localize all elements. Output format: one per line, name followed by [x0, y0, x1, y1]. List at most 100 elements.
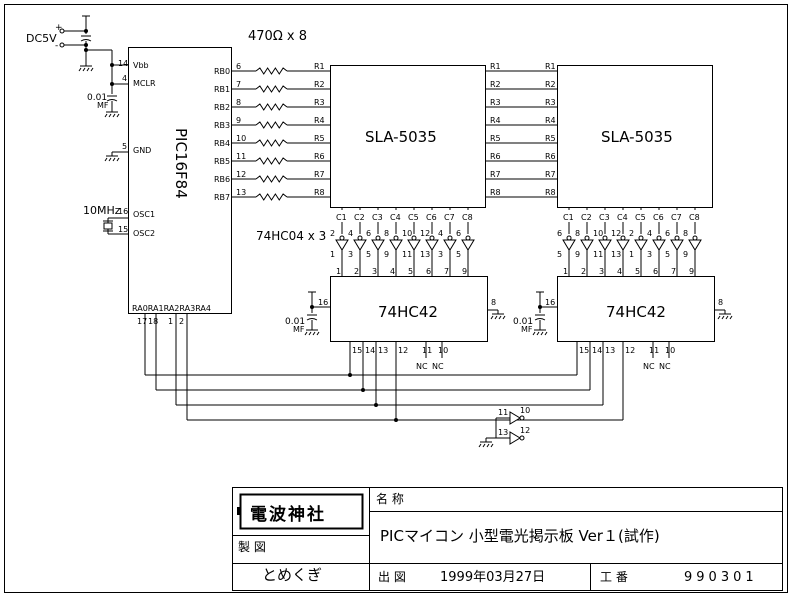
row-label-in: R8: [545, 188, 556, 197]
inverter-bubble: [602, 235, 608, 241]
ground-hatch: [82, 67, 86, 72]
logo-text: 電波神社: [250, 504, 326, 525]
pic-rb-label: RB0: [214, 67, 230, 76]
pic-ground: [104, 152, 120, 162]
ground-hatch: [316, 331, 320, 336]
col-label: C6: [426, 213, 437, 222]
pic-osc1-label: OSC1: [133, 210, 155, 219]
inv-pin-out: 8: [384, 229, 389, 238]
cap-unit-pic: MF: [97, 101, 109, 110]
inverter-bubble: [638, 235, 644, 241]
decoder-out-pin: 3: [599, 267, 604, 276]
inverter-bubble: [584, 235, 590, 241]
power-plus: +: [55, 23, 63, 33]
decoder-out-pin: 3: [372, 267, 377, 276]
junction-dot: [84, 48, 88, 52]
inv-pin-in: 3: [647, 250, 652, 259]
row-label-in: R2: [545, 80, 556, 89]
sla5035-display-1: [330, 65, 486, 208]
decoder-1-name: 74HC42: [378, 303, 438, 321]
resistor-zigzag: [255, 67, 288, 75]
ground-hatch: [104, 157, 108, 162]
decoder-cap-ground: [304, 326, 320, 336]
name-label: 名 称: [376, 491, 404, 506]
inv-pin-in: 3: [348, 250, 353, 259]
cap-plate-curved: [306, 318, 318, 321]
pic-rb-pin: 13: [236, 188, 246, 197]
inverter-bubble: [411, 235, 417, 241]
pic-rb-label: RB1: [214, 85, 230, 94]
decoder-cap-ground: [532, 326, 548, 336]
inverter-triangle: [353, 239, 367, 251]
inverter-triangle: [580, 239, 594, 251]
inv-pin-out: 6: [456, 229, 461, 238]
decoder-ground: [717, 310, 733, 320]
pic-rb-pin: 8: [236, 98, 241, 107]
inverter-bubble: [429, 235, 435, 241]
decoder-out-pin: 1: [336, 267, 341, 276]
inverter-bubble: [447, 235, 453, 241]
ground-hatch: [490, 443, 494, 448]
col-label: C5: [408, 213, 419, 222]
kouban-number: 990301: [684, 570, 758, 585]
decoder-out-pin: 6: [653, 267, 658, 276]
decoder-ground: [490, 310, 506, 320]
seisaku-label: 製 図: [238, 540, 266, 554]
ground-hatch: [116, 157, 120, 162]
ground-hatch: [112, 113, 116, 118]
decoder-gnd-pin: 8: [491, 298, 496, 307]
inverter-triangle: [616, 239, 630, 251]
row-label-out: R1: [490, 62, 501, 71]
pic-pin-osc1: 16: [118, 207, 128, 216]
pic-rb-pin: 10: [236, 134, 246, 143]
inv-pin-in: 13: [611, 250, 621, 259]
pic-rb-label: RB3: [214, 121, 230, 130]
row-label-out: R5: [490, 134, 501, 143]
pic-rb-pin: 9: [236, 116, 241, 125]
pic-rb-label: RB5: [214, 157, 230, 166]
row-label-out: R3: [490, 98, 501, 107]
decoder-in-pin: 12: [625, 346, 635, 355]
pic-gnd-label: GND: [133, 146, 151, 155]
inverter-a-6: [443, 235, 457, 251]
resistor-zigzag: [255, 121, 288, 129]
inverter-triangle: [389, 239, 403, 251]
inv-pin-in: 9: [384, 250, 389, 259]
decoder-in-pin: 15: [352, 346, 362, 355]
pic-rb-label: RB6: [214, 175, 230, 184]
inverter-triangle: [670, 239, 684, 251]
decoder-vcc-symbol: [536, 291, 544, 296]
decoder-74hc42-1: [330, 276, 488, 342]
inv-pin-out: 6: [665, 229, 670, 238]
row-label-in: R3: [545, 98, 556, 107]
inverter-bubble: [656, 235, 662, 241]
pic-vbb-label: Vbb: [133, 61, 149, 70]
ground-hatch: [729, 315, 733, 320]
inverter-bubble: [339, 235, 345, 241]
row-label-out: R4: [490, 116, 501, 125]
row-label: R8: [314, 188, 325, 197]
crystal-symbol: [103, 222, 113, 230]
inverter-triangle: [335, 239, 349, 251]
decoder-74hc42-2: [557, 276, 715, 342]
inverter-triangle: [562, 239, 576, 251]
inv-pin-out: 2: [330, 229, 335, 238]
resistor-zigzag: [255, 193, 288, 201]
resistor-rb: [255, 85, 288, 93]
pic-pin-gnd: 5: [122, 142, 127, 151]
col-label: C2: [354, 213, 365, 222]
resistor-rb: [255, 193, 288, 201]
inv-pin-in: 5: [456, 250, 461, 259]
spare-out-pin: 10: [520, 406, 530, 415]
row-label-out: R2: [490, 80, 501, 89]
junction-dot: [84, 43, 88, 47]
row-label: R5: [314, 134, 325, 143]
resistor-array-label: 470Ω x 8: [248, 29, 307, 44]
ground-hatch: [108, 157, 112, 162]
power-label: DC5V: [26, 32, 57, 45]
ground-hatch: [86, 67, 90, 72]
decoder-in-pin: 14: [365, 346, 375, 355]
ground-hatch: [486, 443, 490, 448]
issue-date: 1999年03月27日: [440, 570, 545, 585]
